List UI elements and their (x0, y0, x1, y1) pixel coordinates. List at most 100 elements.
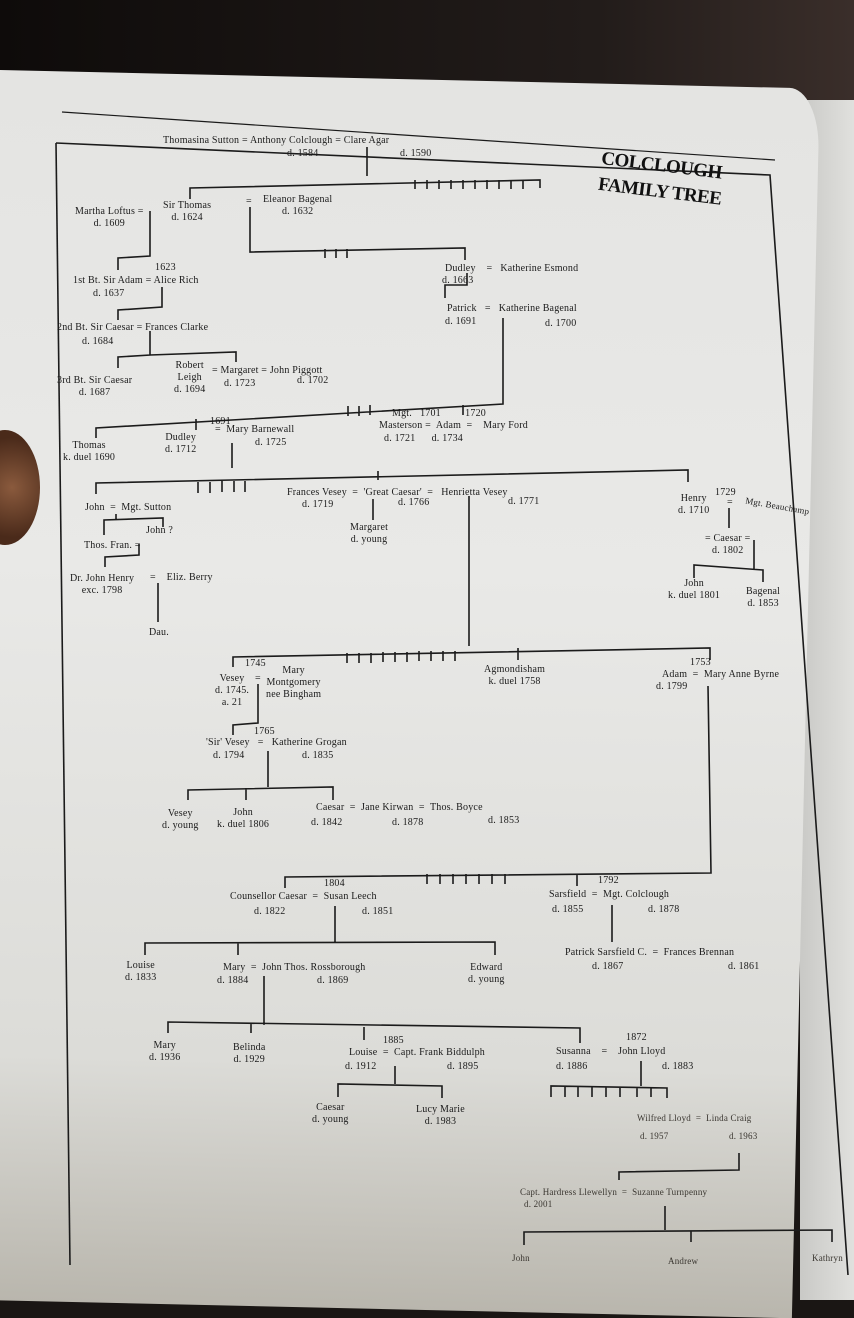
date: d. 1663 (442, 275, 474, 286)
person-bagenal-1853: Bagenal d. 1853 (746, 586, 781, 609)
date: d. 1702 (297, 375, 329, 386)
date: d. 1855 (552, 904, 584, 915)
person-dr-john-henry: Dr. John Henry exc. 1798 (70, 573, 135, 596)
couple-wilfred-lloyd: Wilfred Lloyd = Linda Craig (637, 1113, 752, 1123)
couple-susanna-lloyd: Susanna = John Lloyd (556, 1046, 666, 1057)
date: d. 1822 (254, 906, 286, 917)
date: d. 2001 (524, 1199, 553, 1209)
person-louise-1833: Louise d. 1833 (125, 960, 157, 983)
couple-counsellor-caesar: Counsellor Caesar = Susan Leech (230, 891, 377, 902)
marriage-year: 1745 (245, 658, 266, 669)
marriage-year: 1792 (598, 875, 619, 886)
couple-great-caesar: Frances Vesey = 'Great Caesar' = Henriet… (287, 487, 508, 498)
marriage-year: 1753 (690, 657, 711, 668)
date: d. 1878 (392, 817, 424, 828)
date: d. 1895 (447, 1061, 479, 1072)
date: d. 1584 (287, 148, 319, 159)
date: d. 1637 (93, 288, 125, 299)
person-john-1806: John k. duel 1806 (217, 807, 270, 830)
person-mary-barnewall: = Mary Barnewall (215, 424, 295, 435)
date: d. 1869 (317, 975, 349, 986)
person-caesar-1802: = Caesar = d. 1802 (705, 533, 751, 556)
dates: d. 1721 d. 1734 (384, 433, 463, 444)
person-edward: Edward d. young (468, 962, 505, 985)
marriage-year: 1885 (383, 1035, 404, 1046)
couple-2nd-sir-caesar: 2nd Bt. Sir Caesar = Frances Clarke (57, 322, 209, 333)
date: d. 1912 (345, 1061, 377, 1072)
date: d. 1719 (302, 499, 334, 510)
marriage-sign: = (727, 497, 733, 508)
person-vesey-1745: Vesey d. 1745. a. 21 (215, 673, 250, 708)
date: d. 1883 (662, 1061, 694, 1072)
couple-adam-1799: Adam = Mary Anne Byrne (662, 669, 780, 680)
person-john-unknown: John ? (146, 525, 174, 536)
couple-louise-biddulph: Louise = Capt. Frank Biddulph (349, 1047, 485, 1058)
date: d. 1700 (545, 318, 577, 329)
couple-john-sutton: John = Mgt. Sutton (85, 502, 172, 513)
couple-margaret: = Margaret = John Piggott (212, 365, 323, 376)
gen1-couple: Thomasina Sutton = Anthony Colclough = C… (163, 135, 390, 146)
date: d. 1851 (362, 906, 394, 917)
couple-hardress-llewellyn: Capt. Hardress Llewellyn = Suzanne Turnp… (520, 1187, 708, 1197)
marriage-year: 1765 (254, 726, 275, 737)
marriage-year: 1691 (210, 416, 231, 427)
person-thos-fran: Thos. Fran. = (84, 540, 141, 551)
tree-lines (0, 0, 854, 1280)
person-eleanor-bagenal: Eleanor Bagenal d. 1632 (263, 194, 333, 217)
person-henry: Henry d. 1710 (678, 493, 710, 516)
marriage-sign: = (246, 196, 252, 207)
page-rule (61, 111, 776, 161)
person-3rd-sir-caesar: 3rd Bt. Sir Caesar d. 1687 (57, 375, 133, 398)
person-john-1801: John k. duel 1801 (668, 578, 721, 601)
marriage-sign: = (255, 673, 261, 684)
date: d. 1684 (82, 336, 114, 347)
person-belinda: Belinda d. 1929 (233, 1042, 266, 1065)
date: d. 1799 (656, 681, 688, 692)
date: d. 1884 (217, 975, 249, 986)
date: d. 1723 (224, 378, 256, 389)
couple-mary-rossborough: Mary = John Thos. Rossborough (223, 962, 366, 973)
couple-patrick: Patrick = Katherine Bagenal (447, 303, 577, 314)
person-andrew: Andrew (668, 1256, 699, 1266)
person-sir-thomas: Sir Thomas d. 1624 (163, 200, 212, 223)
marriage-year: 1623 (155, 262, 176, 273)
person-caesar-young: Caesar d. young (312, 1102, 349, 1125)
marriage-year: 1804 (324, 878, 345, 889)
date: d. 1794 (213, 750, 245, 761)
date: d. 1963 (729, 1131, 758, 1141)
person-eliz-berry: = Eliz. Berry (150, 572, 213, 583)
marriage-years: Mgt. 1701 1720 (392, 408, 486, 419)
person-mary-montgomery: Mary Montgomery nee Bingham (266, 665, 322, 700)
couple-sir-adam: 1st Bt. Sir Adam = Alice Rich (73, 275, 199, 286)
person-vesey-young: Vesey d. young (162, 808, 199, 831)
frame-border (55, 142, 849, 1276)
person-kathryn: Kathryn (812, 1253, 843, 1263)
person-margaret-young: Margaret d. young (350, 522, 389, 545)
person-martha-loftus: Martha Loftus = d. 1609 (75, 206, 144, 229)
person-mary-1936: Mary d. 1936 (149, 1040, 181, 1063)
date: d. 1835 (302, 750, 334, 761)
couple-caesar-1842: Caesar = Jane Kirwan = Thos. Boyce (316, 802, 483, 813)
date: d. 1853 (488, 815, 520, 826)
date: d. 1842 (311, 817, 343, 828)
person-dau: Dau. (149, 627, 169, 638)
date: d. 1886 (556, 1061, 588, 1072)
date: d. 1861 (728, 961, 760, 972)
couple-dudley: Dudley = Katherine Esmond (445, 263, 579, 274)
couple-patrick-sarsfield: Patrick Sarsfield C. = Frances Brennan (565, 947, 735, 958)
person-thomas: Thomas k. duel 1690 (63, 440, 116, 463)
person-agmondisham: Agmondisham k. duel 1758 (484, 664, 546, 687)
couple-adam-1734: Masterson = Adam = Mary Ford (379, 420, 528, 431)
date: d. 1590 (400, 148, 432, 159)
date: d. 1766 (398, 497, 430, 508)
person-john: John (512, 1253, 530, 1263)
person-lucy-marie: Lucy Marie d. 1983 (416, 1104, 465, 1127)
date: d. 1725 (255, 437, 287, 448)
date: d. 1867 (592, 961, 624, 972)
person-dudley-1712: Dudley d. 1712 (165, 432, 197, 455)
marriage-year: 1729 (715, 487, 736, 498)
date: d. 1957 (640, 1131, 669, 1141)
frame-border-left (55, 142, 71, 1266)
date: d. 1878 (648, 904, 680, 915)
couple-sir-vesey: 'Sir' Vesey = Katherine Grogan (206, 737, 347, 748)
